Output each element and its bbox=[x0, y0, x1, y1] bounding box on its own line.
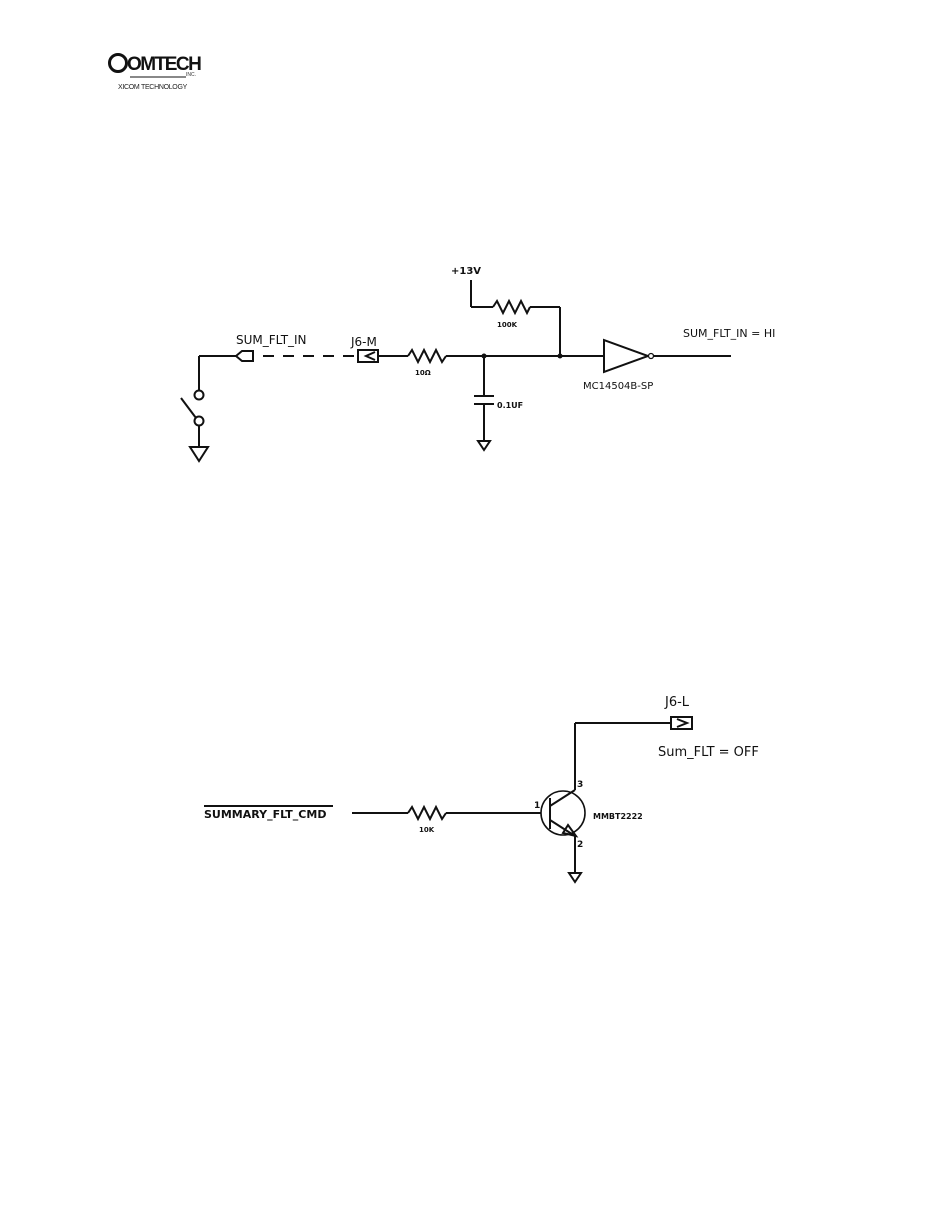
resistor-10-ohm bbox=[408, 350, 446, 362]
net-label-summary-flt-cmd: SUMMARY_FLT_CMD bbox=[204, 808, 326, 821]
resistor-100k bbox=[493, 301, 530, 313]
resistor-label-10-ohm: 10Ω bbox=[415, 369, 431, 377]
capacitor-label: 0.1UF bbox=[497, 401, 523, 410]
buffer-symbol bbox=[604, 340, 654, 372]
connector-label-j6-m: J6-M bbox=[350, 335, 377, 349]
resistor-label-10k: 10K bbox=[419, 826, 435, 834]
connector-j6-l bbox=[671, 717, 692, 729]
pin-label-base: 1 bbox=[534, 801, 540, 811]
ground-symbol-cap bbox=[478, 441, 490, 450]
pin-label-collector: 3 bbox=[577, 780, 583, 790]
net-label-sum-flt-in: SUM_FLT_IN bbox=[236, 333, 307, 347]
npn-transistor bbox=[541, 790, 585, 836]
resistor-10k bbox=[408, 807, 446, 819]
transistor-part-label: MMBT2222 bbox=[593, 812, 643, 821]
diagram-1-input-circuit: SUM_FLT_IN J6-M 10Ω 0.1UF +13V bbox=[181, 266, 775, 461]
connector-label-j6-l: J6-L bbox=[664, 695, 690, 710]
supply-label-13v: +13V bbox=[451, 266, 481, 277]
ground-symbol-emitter bbox=[569, 873, 581, 882]
switch-symbol bbox=[181, 356, 204, 447]
diagram-2-output-circuit: SUMMARY_FLT_CMD 10K 1 3 2 MMBT2222 J6-L … bbox=[204, 695, 759, 882]
buffer-part-label: MC14504B-SP bbox=[583, 381, 653, 392]
pin-label-emitter: 2 bbox=[577, 840, 583, 850]
connector-j6-m bbox=[358, 350, 378, 362]
output-state-label-2: Sum_FLT = OFF bbox=[658, 745, 759, 760]
off-page-connector-input bbox=[236, 351, 253, 361]
capacitor-0-1uf bbox=[474, 356, 494, 441]
ground-symbol-switch bbox=[190, 447, 208, 461]
junction-dot-pullup bbox=[558, 354, 563, 359]
resistor-label-100k: 100K bbox=[497, 321, 518, 329]
output-state-label: SUM_FLT_IN = HI bbox=[683, 327, 775, 340]
